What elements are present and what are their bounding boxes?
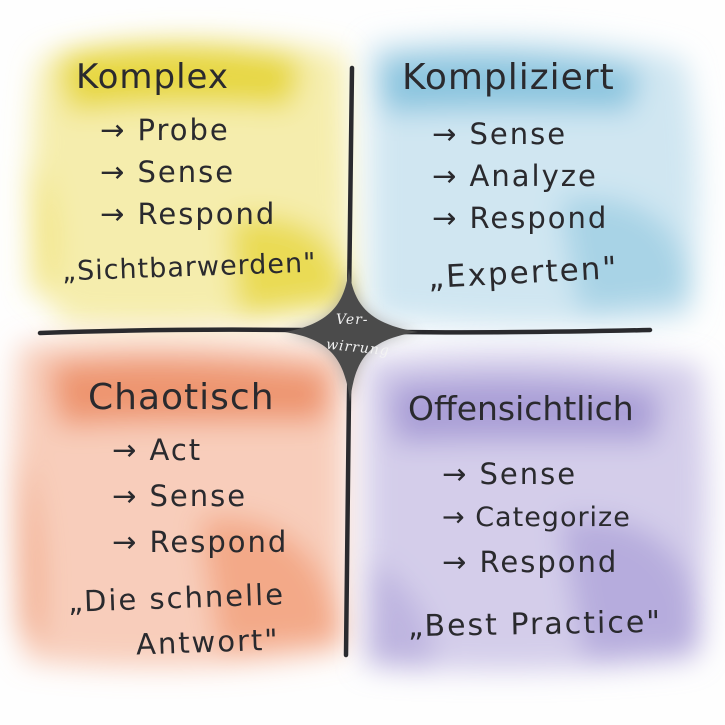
obvious-step-respond: → Respond [442, 545, 619, 579]
complicated-wash [370, 36, 699, 327]
complex-step-sense: → Sense [100, 155, 236, 189]
complicated-step-respond: → Respond [432, 201, 609, 235]
confusion-label-line1: Ver- [336, 312, 369, 328]
complex-wash [30, 38, 352, 326]
complicated-title: Kompliziert [402, 57, 615, 98]
complicated-step-sense: → Sense [432, 117, 568, 151]
chaotic-step-sense: → Sense [112, 479, 248, 513]
complex-step-probe: → Probe [100, 113, 230, 147]
complex-step-respond: → Respond [100, 197, 277, 231]
complicated-step-analyze: → Analyze [432, 159, 598, 193]
obvious-step-sense: → Sense [442, 457, 578, 491]
complex-title: Komplex [76, 57, 229, 97]
chaotic-step-respond: → Respond [112, 525, 289, 559]
obvious-title: Offensichtlich [408, 389, 634, 428]
chaotic-quote-line1: „Die schnelle [67, 577, 286, 619]
confusion-center [282, 265, 420, 405]
chaotic-quote-line2: Antwort" [135, 622, 281, 662]
obvious-step-categorize: → Categorize [442, 502, 631, 533]
obvious-wash [365, 350, 708, 672]
chaotic-step-act: → Act [112, 433, 203, 467]
chaotic-title: Chaotisch [88, 377, 275, 418]
obvious-quote: „Best Practice" [407, 604, 663, 645]
chaotic-wash [13, 338, 346, 668]
